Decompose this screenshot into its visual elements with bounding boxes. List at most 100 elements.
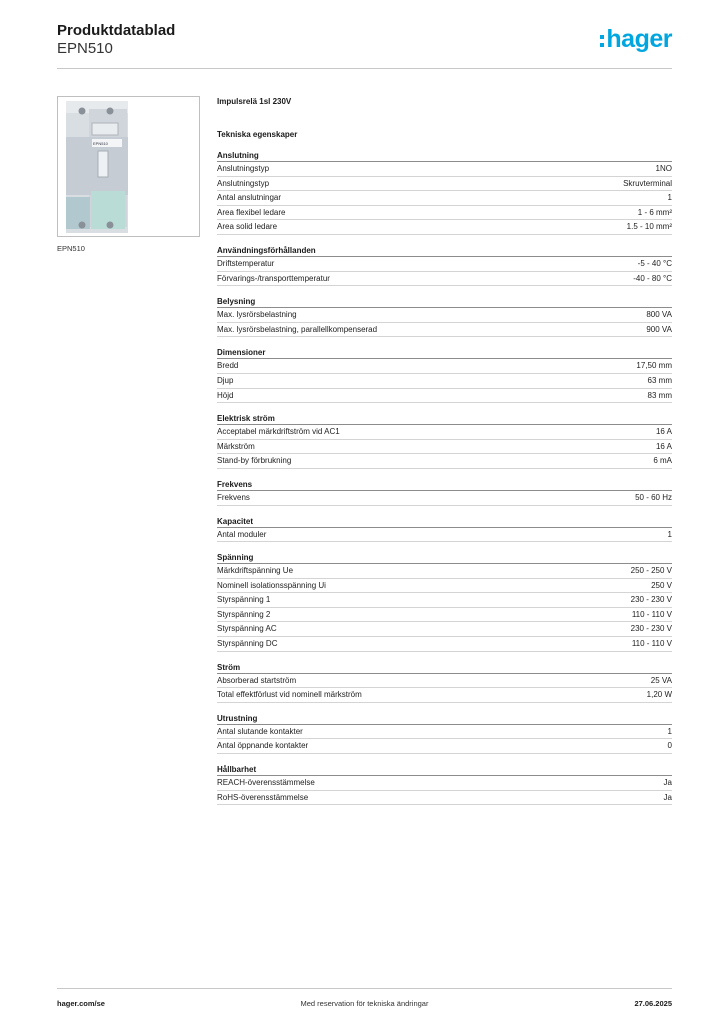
spec-label: Antal anslutningar: [217, 193, 282, 203]
spec-value: 83 mm: [647, 390, 672, 400]
spec-label: Styrspänning AC: [217, 624, 277, 634]
spec-value: 250 V: [651, 580, 672, 590]
spec-group-title: Anslutning: [217, 150, 672, 162]
product-image-caption: EPN510: [57, 244, 85, 253]
spec-value: 250 - 250 V: [630, 566, 672, 576]
spec-row: Area flexibel ledare 1 - 6 mm²: [217, 206, 672, 221]
page-footer: hager.com/se Med reservation för teknisk…: [57, 988, 672, 1013]
spec-label: Anslutningstyp: [217, 178, 270, 188]
spec-row: Antal slutande kontakter 1: [217, 725, 672, 740]
spec-value: Ja: [663, 792, 672, 802]
spec-row: Anslutningstyp Skruvterminal: [217, 177, 672, 192]
impulse-relay-device-icon: EPN510: [66, 101, 128, 233]
spec-value: 1 - 6 mm²: [637, 207, 672, 217]
spec-value: 110 - 110 V: [631, 609, 672, 619]
spec-label: Frekvens: [217, 492, 250, 502]
spec-row: Max. lysrörsbelastning, parallellkompens…: [217, 323, 672, 338]
spec-group-title: Frekvens: [217, 479, 672, 491]
spec-label: Förvarings-/transporttemperatur: [217, 273, 330, 283]
product-name: Impulsrelä 1sl 230V: [217, 97, 292, 106]
spec-value: 6 mA: [653, 456, 672, 466]
spec-label: Max. lysrörsbelastning: [217, 310, 297, 320]
spec-value: 230 - 230 V: [630, 595, 672, 605]
spec-label: Antal moduler: [217, 529, 267, 539]
device-label: EPN510: [93, 141, 109, 146]
spec-value: 1: [667, 529, 672, 539]
spec-value: 800 VA: [646, 310, 672, 320]
spec-row: Stand-by förbrukning 6 mA: [217, 454, 672, 469]
spec-row: Antal moduler 1: [217, 528, 672, 543]
spec-row: Area solid ledare 1.5 - 10 mm²: [217, 220, 672, 235]
spec-label: Antal slutande kontakter: [217, 726, 303, 736]
spec-label: Acceptabel märkdriftström vid AC1: [217, 427, 340, 437]
spec-group-title: Kapacitet: [217, 516, 672, 528]
spec-row: Djup 63 mm: [217, 374, 672, 389]
spec-group-title: Användningsförhållanden: [217, 245, 672, 257]
spec-label: Anslutningstyp: [217, 164, 270, 173]
spec-row: Max. lysrörsbelastning 800 VA: [217, 308, 672, 323]
spec-row: Märkdriftspänning Ue 250 - 250 V: [217, 564, 672, 579]
hager-logo: hager: [600, 26, 672, 52]
spec-sheet: Impulsrelä 1sl 230V Tekniska egenskaper …: [217, 96, 672, 806]
spec-label: Driftstemperatur: [217, 258, 275, 268]
spec-label: Max. lysrörsbelastning, parallellkompens…: [217, 324, 378, 334]
spec-value: 230 - 230 V: [630, 624, 672, 634]
spec-value: 900 VA: [646, 324, 672, 334]
spec-value: 17,50 mm: [636, 361, 672, 371]
spec-label: Area flexibel ledare: [217, 207, 286, 217]
spec-heading: Tekniska egenskaper: [217, 130, 298, 139]
spec-label: Djup: [217, 375, 234, 385]
spec-group-title: Belysning: [217, 296, 672, 309]
spec-group-title: Ström: [217, 662, 672, 674]
logo-dots-icon: [600, 35, 605, 47]
spec-label: Area solid ledare: [217, 222, 278, 232]
spec-row: Frekvens 50 - 60 Hz: [217, 491, 672, 506]
spec-value: 1,20 W: [646, 690, 672, 700]
spec-label: Absorberad startström: [217, 675, 297, 685]
spec-row: RoHS-överensstämmelse Ja: [217, 791, 672, 806]
spec-row: Driftstemperatur-5 - 40 °C: [217, 257, 672, 272]
logo-wordmark: hager: [606, 25, 672, 53]
spec-value: 1.5 - 10 mm²: [626, 222, 672, 232]
spec-label: Höjd: [217, 390, 234, 400]
spec-value: 0: [667, 741, 672, 751]
spec-row: Styrspänning AC 230 - 230 V: [217, 622, 672, 638]
spec-value: 50 - 60 Hz: [635, 492, 672, 502]
spec-value: 1: [667, 726, 672, 736]
spec-row: Styrspänning 2 110 - 110 V: [217, 608, 672, 623]
spec-label: RoHS-överensstämmelse: [217, 792, 309, 802]
spec-row: Antal öppnande kontakter 0: [217, 739, 672, 755]
spec-label: Nominell isolationsspänning Ui: [217, 580, 326, 590]
spec-group-title: Hållbarhet: [217, 764, 672, 777]
document-title: Produktdatablad: [57, 22, 176, 39]
spec-label: Märkdriftspänning Ue: [217, 566, 294, 576]
spec-value: Ja: [663, 778, 672, 788]
spec-row: Nominell isolationsspänning Ui 250 V: [217, 579, 672, 594]
page-header: Produktdatablad EPN510 hager: [57, 22, 672, 69]
spec-label: Styrspänning 2: [217, 609, 271, 619]
spec-label: Stand-by förbrukning: [217, 456, 292, 466]
spec-value: 63 mm: [647, 375, 672, 385]
spec-value: Skruvterminal: [623, 178, 672, 188]
spec-label: Styrspänning DC: [217, 639, 278, 649]
spec-label: Antal öppnande kontakter: [217, 741, 309, 751]
